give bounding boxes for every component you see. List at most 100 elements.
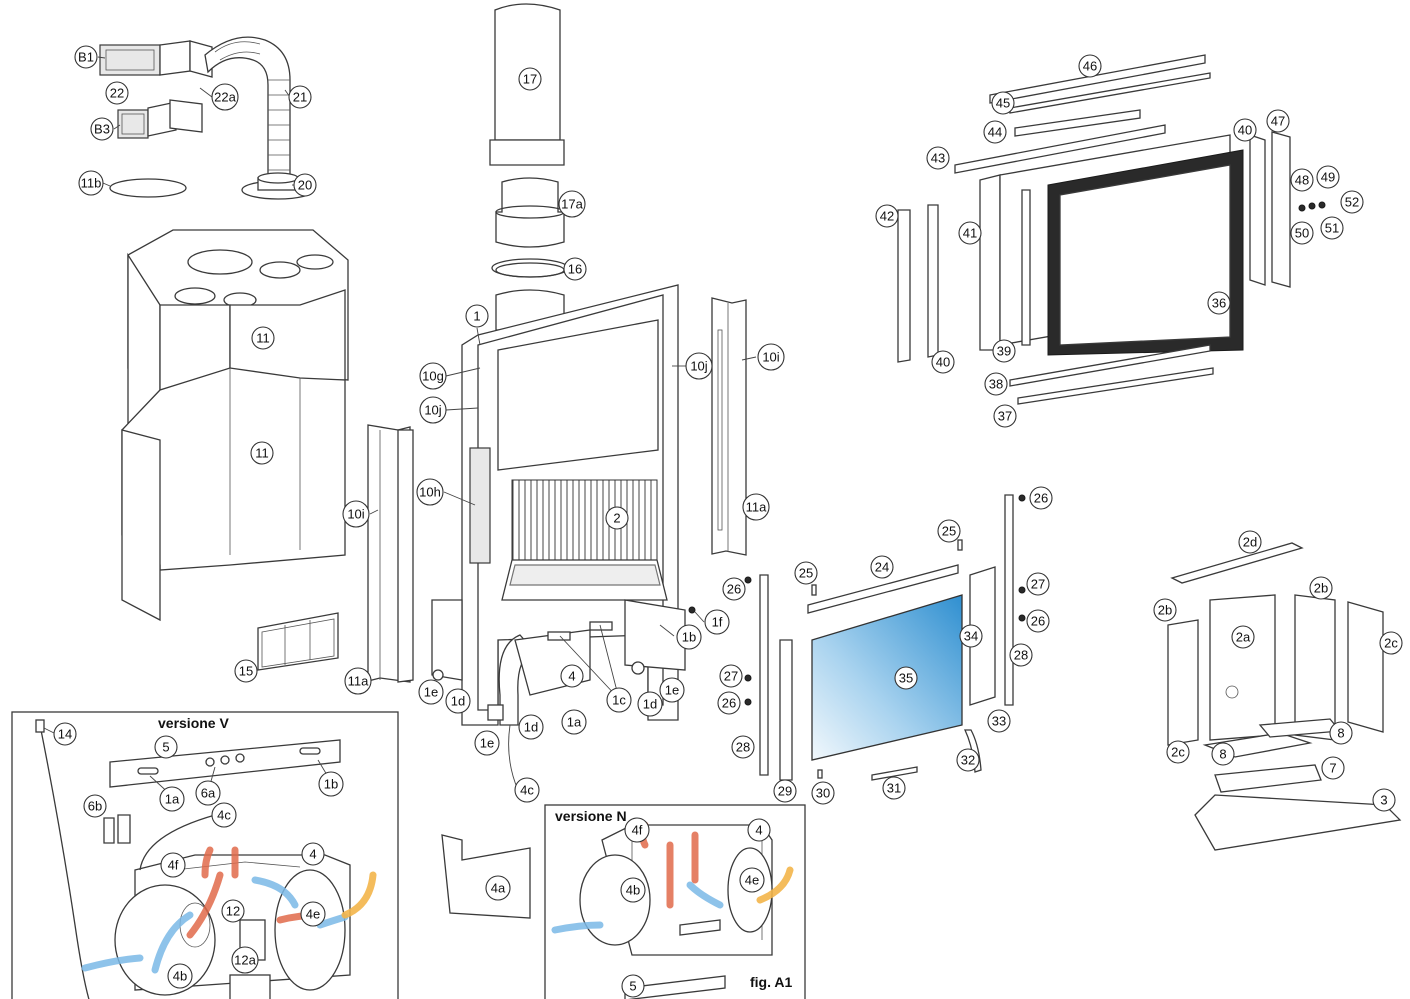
svg-text:26: 26 xyxy=(722,696,736,711)
callout-26-b: 26 xyxy=(722,577,746,601)
svg-text:10g: 10g xyxy=(422,369,444,384)
callout-28-a: 28 xyxy=(1009,643,1033,667)
callout-1b: 1b xyxy=(676,624,702,650)
callout-4b-n: 4b xyxy=(620,877,646,903)
callout-33: 33 xyxy=(987,709,1011,733)
callout-22a: 22a xyxy=(211,83,239,111)
svg-text:10h: 10h xyxy=(419,485,441,500)
callout-30: 30 xyxy=(811,781,835,805)
callout-4b-v: 4b xyxy=(167,963,193,989)
svg-text:2: 2 xyxy=(613,511,620,526)
callout-4a: 4a xyxy=(485,875,511,901)
svg-text:42: 42 xyxy=(880,209,894,224)
svg-text:38: 38 xyxy=(989,377,1003,392)
glass-panel-35 xyxy=(811,594,963,761)
svg-text:36: 36 xyxy=(1212,296,1226,311)
vent-grille-15 xyxy=(257,612,339,671)
callout-10j-left: 10j xyxy=(419,396,447,424)
svg-text:2a: 2a xyxy=(1236,630,1251,645)
svg-text:1b: 1b xyxy=(682,630,696,645)
svg-text:1d: 1d xyxy=(524,720,538,735)
callout-2: 2 xyxy=(605,506,629,530)
svg-text:11: 11 xyxy=(255,446,269,461)
figure-label: fig. A1 xyxy=(750,974,792,990)
callout-32: 32 xyxy=(956,748,980,772)
callout-1d-c: 1d xyxy=(637,691,663,717)
side-rails-left xyxy=(367,424,414,683)
svg-text:4c: 4c xyxy=(217,808,231,823)
svg-text:37: 37 xyxy=(998,409,1012,424)
svg-text:4f: 4f xyxy=(632,823,643,838)
svg-text:25: 25 xyxy=(942,524,956,539)
callout-4c-main: 4c xyxy=(514,777,540,803)
svg-text:40: 40 xyxy=(1238,123,1252,138)
callout-29: 29 xyxy=(773,779,797,803)
callout-2b-a: 2b xyxy=(1153,598,1177,622)
svg-text:50: 50 xyxy=(1295,226,1309,241)
callout-4e-v: 4e xyxy=(300,901,326,927)
svg-text:46: 46 xyxy=(1083,59,1097,74)
svg-text:44: 44 xyxy=(988,125,1002,140)
svg-text:24: 24 xyxy=(875,560,889,575)
callout-1e-a: 1e xyxy=(418,679,444,705)
callout-4e-n: 4e xyxy=(739,867,765,893)
callout-48: 48 xyxy=(1290,168,1314,192)
svg-text:5: 5 xyxy=(629,979,636,994)
svg-text:3: 3 xyxy=(1380,793,1387,808)
callout-1d-b: 1d xyxy=(518,714,544,740)
svg-text:26: 26 xyxy=(1031,614,1045,629)
svg-text:29: 29 xyxy=(778,784,792,799)
callout-12: 12 xyxy=(221,899,245,923)
screw-1f xyxy=(688,606,696,614)
callout-5-v: 5 xyxy=(154,735,178,759)
callout-27-b: 27 xyxy=(719,664,743,688)
gasket-ring-11b xyxy=(109,178,187,198)
svg-text:35: 35 xyxy=(899,671,913,686)
svg-text:21: 21 xyxy=(293,90,307,105)
svg-text:1: 1 xyxy=(473,309,480,324)
svg-text:17: 17 xyxy=(523,72,537,87)
svg-text:11a: 11a xyxy=(746,500,767,515)
callout-10h: 10h xyxy=(416,478,444,506)
svg-text:12: 12 xyxy=(226,904,240,919)
svg-text:8: 8 xyxy=(1219,747,1226,762)
callout-14: 14 xyxy=(53,722,77,746)
svg-text:17a: 17a xyxy=(561,197,583,212)
svg-text:1a: 1a xyxy=(567,715,582,730)
callout-4: 4 xyxy=(560,664,584,688)
svg-text:26: 26 xyxy=(1034,491,1048,506)
svg-text:1c: 1c xyxy=(612,693,626,708)
callout-15: 15 xyxy=(234,659,258,683)
svg-text:11: 11 xyxy=(256,331,270,346)
callout-12a: 12a xyxy=(231,946,259,974)
svg-text:1e: 1e xyxy=(424,685,438,700)
panel-versione-n: versione N fig. A1 xyxy=(544,804,806,999)
callout-3: 3 xyxy=(1372,788,1396,812)
svg-text:7: 7 xyxy=(1329,761,1336,776)
svg-text:28: 28 xyxy=(736,740,750,755)
svg-text:2b: 2b xyxy=(1314,581,1328,596)
callout-b1: B1 xyxy=(74,45,98,69)
svg-text:2c: 2c xyxy=(1384,636,1398,651)
callout-41: 41 xyxy=(958,221,982,245)
svg-text:4b: 4b xyxy=(626,883,640,898)
callout-2c-a: 2c xyxy=(1379,631,1403,655)
glass-door-assembly xyxy=(744,494,1026,781)
callout-4c-v: 4c xyxy=(211,802,237,828)
svg-text:10j: 10j xyxy=(424,403,441,418)
svg-text:8: 8 xyxy=(1337,726,1344,741)
svg-text:4c: 4c xyxy=(520,783,534,798)
callout-11-top: 11 xyxy=(251,326,275,350)
svg-text:4e: 4e xyxy=(306,907,320,922)
svg-text:4e: 4e xyxy=(745,873,759,888)
callout-10g: 10g xyxy=(419,362,447,390)
callout-11b: 11b xyxy=(78,170,104,196)
callout-2c-b: 2c xyxy=(1166,740,1190,764)
callout-10j-right: 10j xyxy=(685,352,713,380)
svg-text:10i: 10i xyxy=(762,350,779,365)
callout-40-top: 40 xyxy=(1233,118,1257,142)
callouts: B1 22 22a 21 B3 11b 20 17 17a 16 1 11 11… xyxy=(53,45,1403,998)
callout-26-c: 26 xyxy=(1026,609,1050,633)
callout-16: 16 xyxy=(563,257,587,281)
callout-10i-right: 10i xyxy=(757,343,785,371)
